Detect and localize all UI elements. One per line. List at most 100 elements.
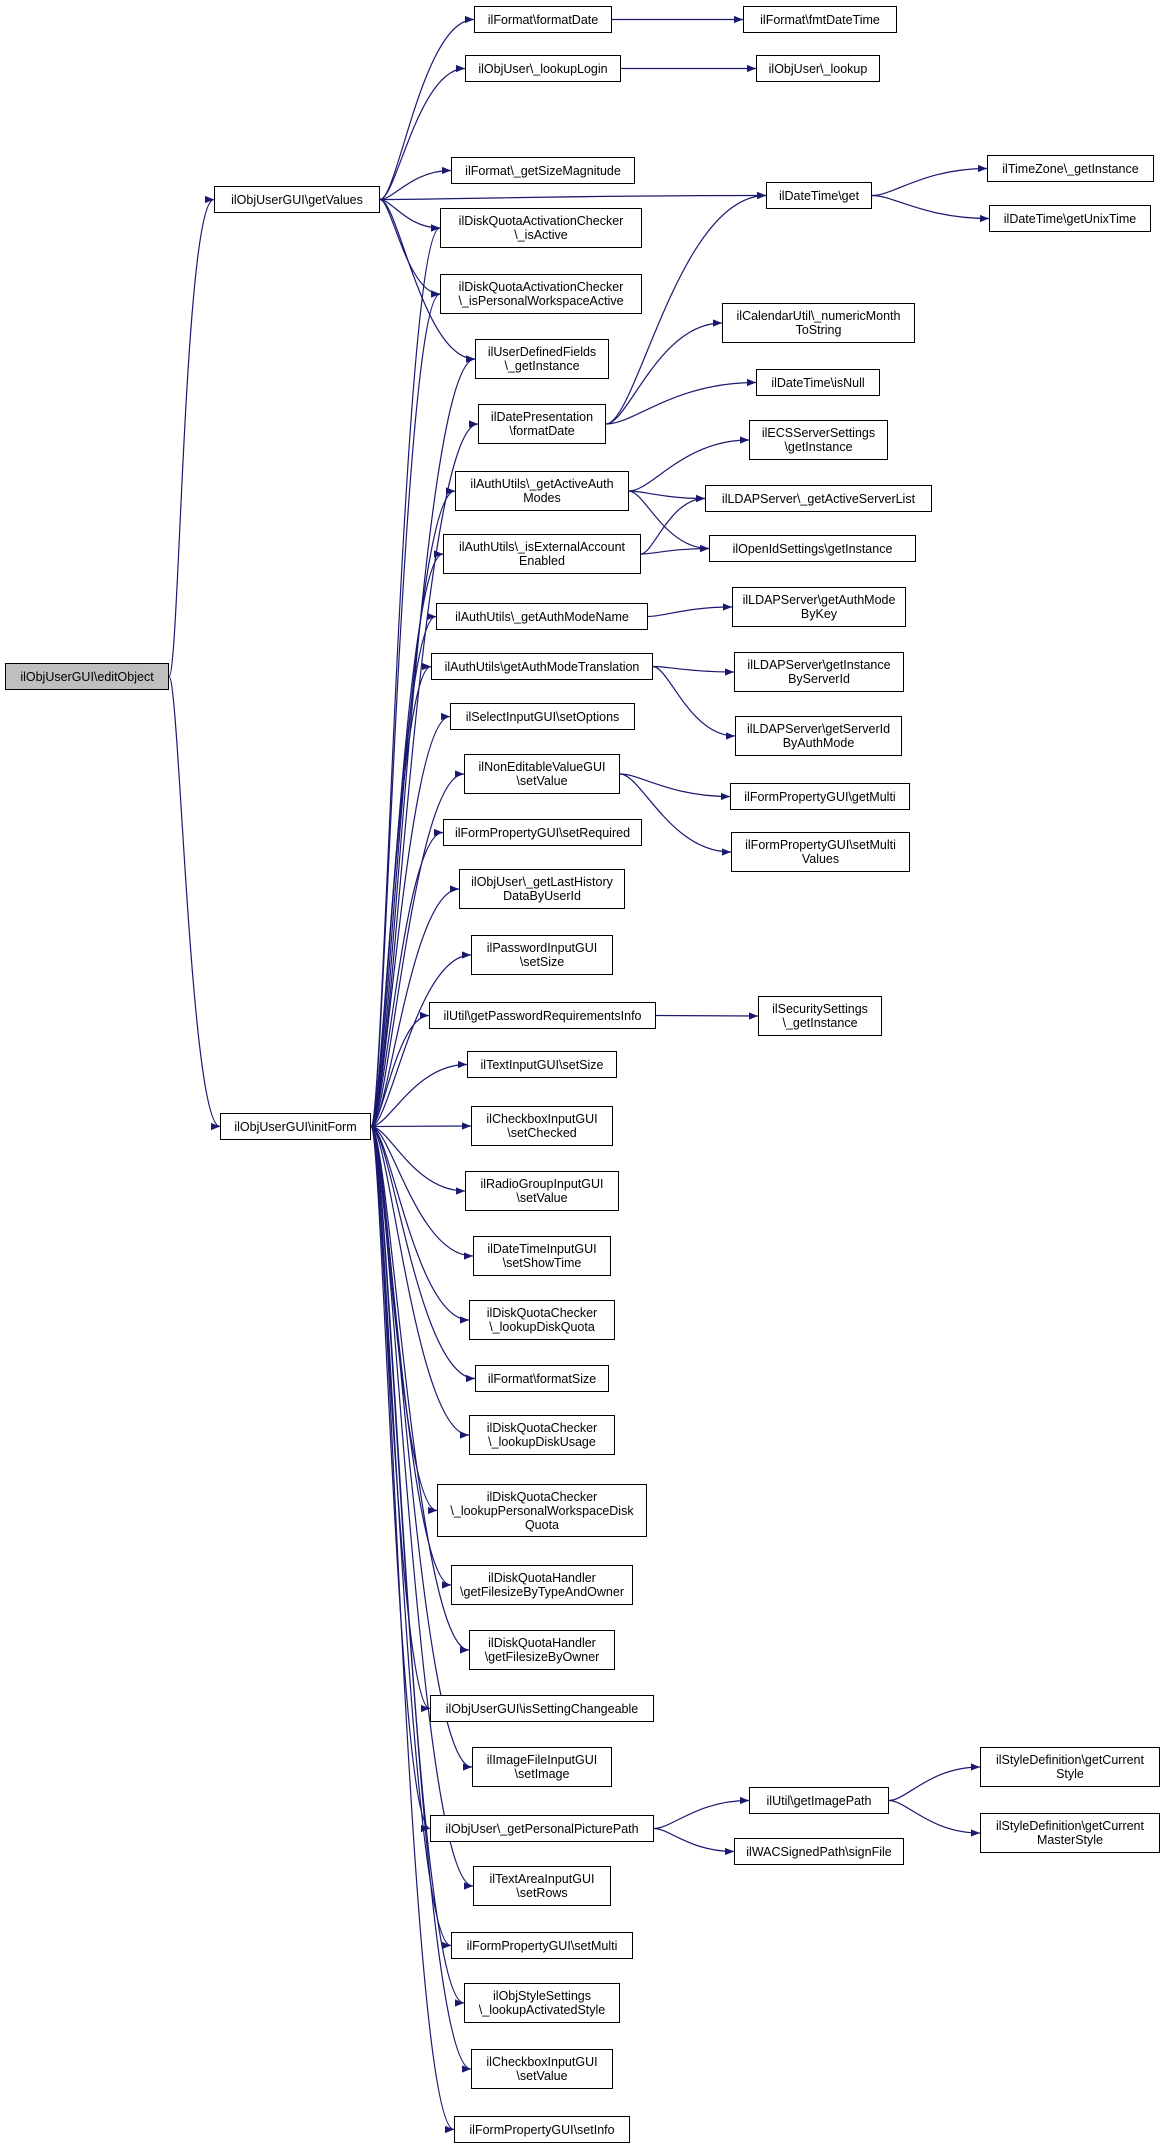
edge-personalPicturePath-to-signFile bbox=[653, 1827, 735, 1856]
edge-getActiveAuthModes-to-openIdGetInstance bbox=[628, 490, 710, 553]
node-initForm[interactable]: ilObjUserGUI\initForm bbox=[220, 1113, 371, 1140]
node-editObject[interactable]: ilObjUserGUI\editObject bbox=[5, 663, 169, 690]
node-fpGetMulti[interactable]: ilFormPropertyGUI\getMulti bbox=[730, 783, 910, 810]
edge-editObject-to-initForm bbox=[168, 675, 221, 1130]
node-formatDate[interactable]: ilFormat\formatDate bbox=[474, 6, 612, 33]
edge-isExternalAccount-to-ldapActiveList bbox=[640, 494, 706, 555]
edge-editObject-to-getValues bbox=[168, 196, 215, 678]
edge-initForm-to-getActiveAuthModes bbox=[370, 487, 456, 1128]
node-fpSetInfo[interactable]: ilFormPropertyGUI\setInfo bbox=[454, 2116, 630, 2143]
node-ldapActiveList[interactable]: ilLDAPServer\_getActiveServerList bbox=[705, 485, 932, 512]
node-dtiSetShowTime[interactable]: ilDateTimeInputGUI \setShowTime bbox=[473, 1236, 611, 1276]
edge-getValues-to-dqIsPWActive bbox=[379, 198, 441, 298]
node-radioSetValue[interactable]: ilRadioGroupInputGUI \setValue bbox=[465, 1171, 619, 1211]
node-dqIsActive[interactable]: ilDiskQuotaActivationChecker \_isActive bbox=[440, 208, 642, 248]
node-ldapAuthModeByKey[interactable]: ilLDAPServer\getAuthMode ByKey bbox=[732, 587, 906, 627]
edge-initForm-to-nevSetValue bbox=[370, 770, 465, 1128]
edge-initForm-to-lookupDiskUsage bbox=[370, 1125, 470, 1439]
node-pwReqInfo[interactable]: ilUtil\getPasswordRequirementsInfo bbox=[429, 1002, 656, 1029]
node-lookup[interactable]: ilObjUser\_lookup bbox=[756, 55, 880, 82]
edge-initForm-to-radioSetValue bbox=[370, 1125, 466, 1195]
node-lastHistory[interactable]: ilObjUser\_getLastHistory DataByUserId bbox=[459, 869, 625, 909]
node-nevSetValue[interactable]: ilNonEditableValueGUI \setValue bbox=[464, 754, 620, 794]
edge-initForm-to-formatSize bbox=[370, 1125, 476, 1383]
edge-initForm-to-imgSetImage bbox=[370, 1125, 473, 1771]
edge-dpFormatDate-to-dtGet bbox=[605, 191, 767, 425]
node-getAuthModeName[interactable]: ilAuthUtils\_getAuthModeName bbox=[436, 603, 648, 630]
edge-initForm-to-fpSetInfo bbox=[370, 1125, 455, 2133]
node-numericMonth[interactable]: ilCalendarUtil\_numericMonth ToString bbox=[722, 303, 915, 343]
node-dqIsPWActive[interactable]: ilDiskQuotaActivationChecker \_isPersona… bbox=[440, 274, 642, 314]
edge-getActiveAuthModes-to-ldapActiveList bbox=[628, 490, 706, 503]
edge-initForm-to-personalPicturePath bbox=[370, 1125, 431, 1832]
edge-isExternalAccount-to-openIdGetInstance bbox=[640, 544, 710, 555]
node-fmtDateTime[interactable]: ilFormat\fmtDateTime bbox=[743, 6, 897, 33]
node-dpFormatDate[interactable]: ilDatePresentation \formatDate bbox=[478, 404, 606, 444]
node-secGetInstance[interactable]: ilSecuritySettings \_getInstance bbox=[758, 996, 882, 1036]
node-lookupActivatedStyle[interactable]: ilObjStyleSettings \_lookupActivatedStyl… bbox=[464, 1983, 620, 2023]
node-textSetSize[interactable]: ilTextInputGUI\setSize bbox=[467, 1051, 617, 1078]
edge-initForm-to-fsByOwner bbox=[370, 1125, 470, 1654]
edge-getAuthModeTranslation-to-ldapInstanceByServerId bbox=[652, 665, 735, 676]
edge-getValues-to-dtGet bbox=[379, 191, 767, 201]
edge-getValues-to-getSizeMagnitude bbox=[379, 166, 452, 201]
node-signFile[interactable]: ilWACSignedPath\signFile bbox=[734, 1838, 904, 1865]
edge-initForm-to-cbSetChecked bbox=[370, 1122, 472, 1130]
edge-initForm-to-pwSetSize bbox=[370, 951, 472, 1128]
node-formatSize[interactable]: ilFormat\formatSize bbox=[475, 1365, 609, 1392]
edge-initForm-to-selectSetOptions bbox=[370, 712, 451, 1128]
node-ecsGetInstance[interactable]: ilECSServerSettings \getInstance bbox=[749, 420, 888, 460]
node-lookupPWDiskQuota[interactable]: ilDiskQuotaChecker \_lookupPersonalWorks… bbox=[437, 1484, 647, 1537]
node-getCurrentStyle[interactable]: ilStyleDefinition\getCurrent Style bbox=[980, 1747, 1160, 1787]
edge-initForm-to-dtiSetShowTime bbox=[370, 1125, 474, 1260]
edge-getValues-to-lookupLogin bbox=[379, 64, 466, 201]
edge-initForm-to-textSetSize bbox=[370, 1060, 468, 1128]
node-cbSetValue[interactable]: ilCheckboxInputGUI \setValue bbox=[471, 2049, 613, 2089]
edge-dpFormatDate-to-numericMonth bbox=[605, 319, 723, 425]
node-pwSetSize[interactable]: ilPasswordInputGUI \setSize bbox=[471, 935, 613, 975]
node-ldapInstanceByServerId[interactable]: ilLDAPServer\getInstance ByServerId bbox=[734, 652, 904, 692]
node-udfGetInstance[interactable]: ilUserDefinedFields \_getInstance bbox=[475, 339, 609, 379]
edge-getActiveAuthModes-to-ecsGetInstance bbox=[628, 436, 750, 492]
edge-getImagePath-to-getCurrentStyle bbox=[888, 1763, 981, 1802]
edge-getImagePath-to-getCurrentMasterStyle bbox=[888, 1799, 981, 1837]
node-fpSetMulti[interactable]: ilFormPropertyGUI\setMulti bbox=[451, 1932, 633, 1959]
node-lookupDiskQuota[interactable]: ilDiskQuotaChecker \_lookupDiskQuota bbox=[469, 1300, 615, 1340]
node-getValues[interactable]: ilObjUserGUI\getValues bbox=[214, 186, 380, 213]
node-fsByTypeAndOwner[interactable]: ilDiskQuotaHandler \getFilesizeByTypeAnd… bbox=[451, 1565, 633, 1605]
node-selectSetOptions[interactable]: ilSelectInputGUI\setOptions bbox=[450, 703, 635, 730]
edge-personalPicturePath-to-getImagePath bbox=[653, 1796, 750, 1830]
node-isSettingChangeable[interactable]: ilObjUserGUI\isSettingChangeable bbox=[430, 1695, 654, 1722]
node-fsByOwner[interactable]: ilDiskQuotaHandler \getFilesizeByOwner bbox=[469, 1630, 615, 1670]
node-getActiveAuthModes[interactable]: ilAuthUtils\_getActiveAuth Modes bbox=[455, 471, 629, 511]
node-taSetRows[interactable]: ilTextAreaInputGUI \setRows bbox=[473, 1866, 611, 1906]
node-imgSetImage[interactable]: ilImageFileInputGUI \setImage bbox=[472, 1747, 612, 1787]
node-tzGetInstance[interactable]: ilTimeZone\_getInstance bbox=[987, 155, 1154, 182]
node-fpSetRequired[interactable]: ilFormPropertyGUI\setRequired bbox=[443, 819, 642, 846]
node-personalPicturePath[interactable]: ilObjUser\_getPersonalPicturePath bbox=[430, 1815, 654, 1842]
edge-dpFormatDate-to-dtIsNull bbox=[605, 378, 757, 425]
edge-initForm-to-pwReqInfo bbox=[370, 1011, 430, 1128]
node-getSizeMagnitude[interactable]: ilFormat\_getSizeMagnitude bbox=[451, 157, 635, 184]
node-ldapServerIdByAuthMode[interactable]: ilLDAPServer\getServerId ByAuthMode bbox=[735, 716, 902, 756]
node-getAuthModeTranslation[interactable]: ilAuthUtils\getAuthModeTranslation bbox=[431, 653, 653, 680]
node-fpSetMultiValues[interactable]: ilFormPropertyGUI\setMulti Values bbox=[731, 832, 910, 872]
edge-initForm-to-cbSetValue bbox=[370, 1125, 472, 2073]
edge-dtGet-to-getUnixTime bbox=[871, 194, 990, 223]
edge-getAuthModeTranslation-to-ldapServerIdByAuthMode bbox=[652, 665, 736, 740]
node-lookupLogin[interactable]: ilObjUser\_lookupLogin bbox=[465, 55, 621, 82]
node-dtGet[interactable]: ilDateTime\get bbox=[766, 182, 872, 209]
node-dtIsNull[interactable]: ilDateTime\isNull bbox=[756, 369, 880, 396]
node-lookupDiskUsage[interactable]: ilDiskQuotaChecker \_lookupDiskUsage bbox=[469, 1415, 615, 1455]
node-cbSetChecked[interactable]: ilCheckboxInputGUI \setChecked bbox=[471, 1106, 613, 1146]
node-getUnixTime[interactable]: ilDateTime\getUnixTime bbox=[989, 205, 1151, 232]
edge-initForm-to-taSetRows bbox=[370, 1125, 474, 1890]
edge-initForm-to-dqIsPWActive bbox=[370, 290, 441, 1128]
node-getImagePath[interactable]: ilUtil\getImagePath bbox=[749, 1787, 889, 1814]
node-openIdGetInstance[interactable]: ilOpenIdSettings\getInstance bbox=[709, 535, 916, 562]
edge-dtGet-to-tzGetInstance bbox=[871, 164, 988, 197]
node-isExternalAccount[interactable]: ilAuthUtils\_isExternalAccount Enabled bbox=[443, 534, 641, 574]
node-getCurrentMasterStyle[interactable]: ilStyleDefinition\getCurrent MasterStyle bbox=[980, 1813, 1160, 1853]
